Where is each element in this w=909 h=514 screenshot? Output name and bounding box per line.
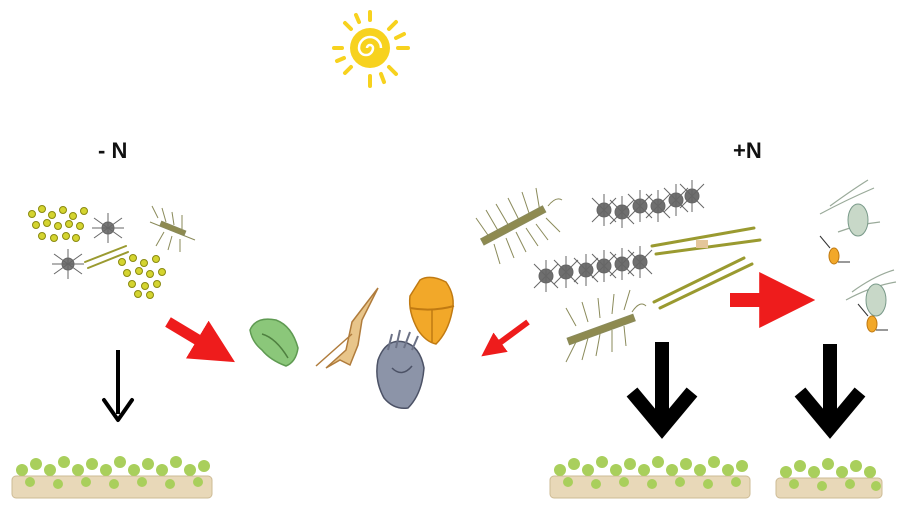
red-arrow-left-to-middle	[168, 322, 218, 352]
grey-dinoflagellate-icon	[377, 330, 424, 408]
black-arrow-minus-n	[104, 350, 132, 420]
black-arrow-plus-n-2	[800, 344, 860, 428]
dinoflagellate-cluster	[250, 277, 454, 408]
black-arrow-plus-n-1	[632, 342, 692, 428]
sediment-plus-n-2	[776, 458, 882, 498]
green-dinoflagellate-icon	[250, 319, 298, 366]
orange-dinoflagellate-icon	[410, 277, 454, 344]
zooplankton-cluster	[820, 180, 896, 332]
sun-icon	[334, 12, 408, 86]
phytoplankton-cluster-minus-n	[29, 206, 196, 299]
minus-n-label: - N	[98, 138, 127, 164]
phytoplankton-cluster-plus-n	[476, 180, 760, 362]
red-arrow-right-to-middle	[490, 322, 528, 350]
copepod-icon	[820, 236, 850, 264]
plus-n-label: +N	[733, 138, 762, 164]
ceratium-icon	[316, 288, 378, 368]
sediment-minus-n	[12, 456, 212, 498]
sediment-plus-n-1	[550, 456, 750, 498]
